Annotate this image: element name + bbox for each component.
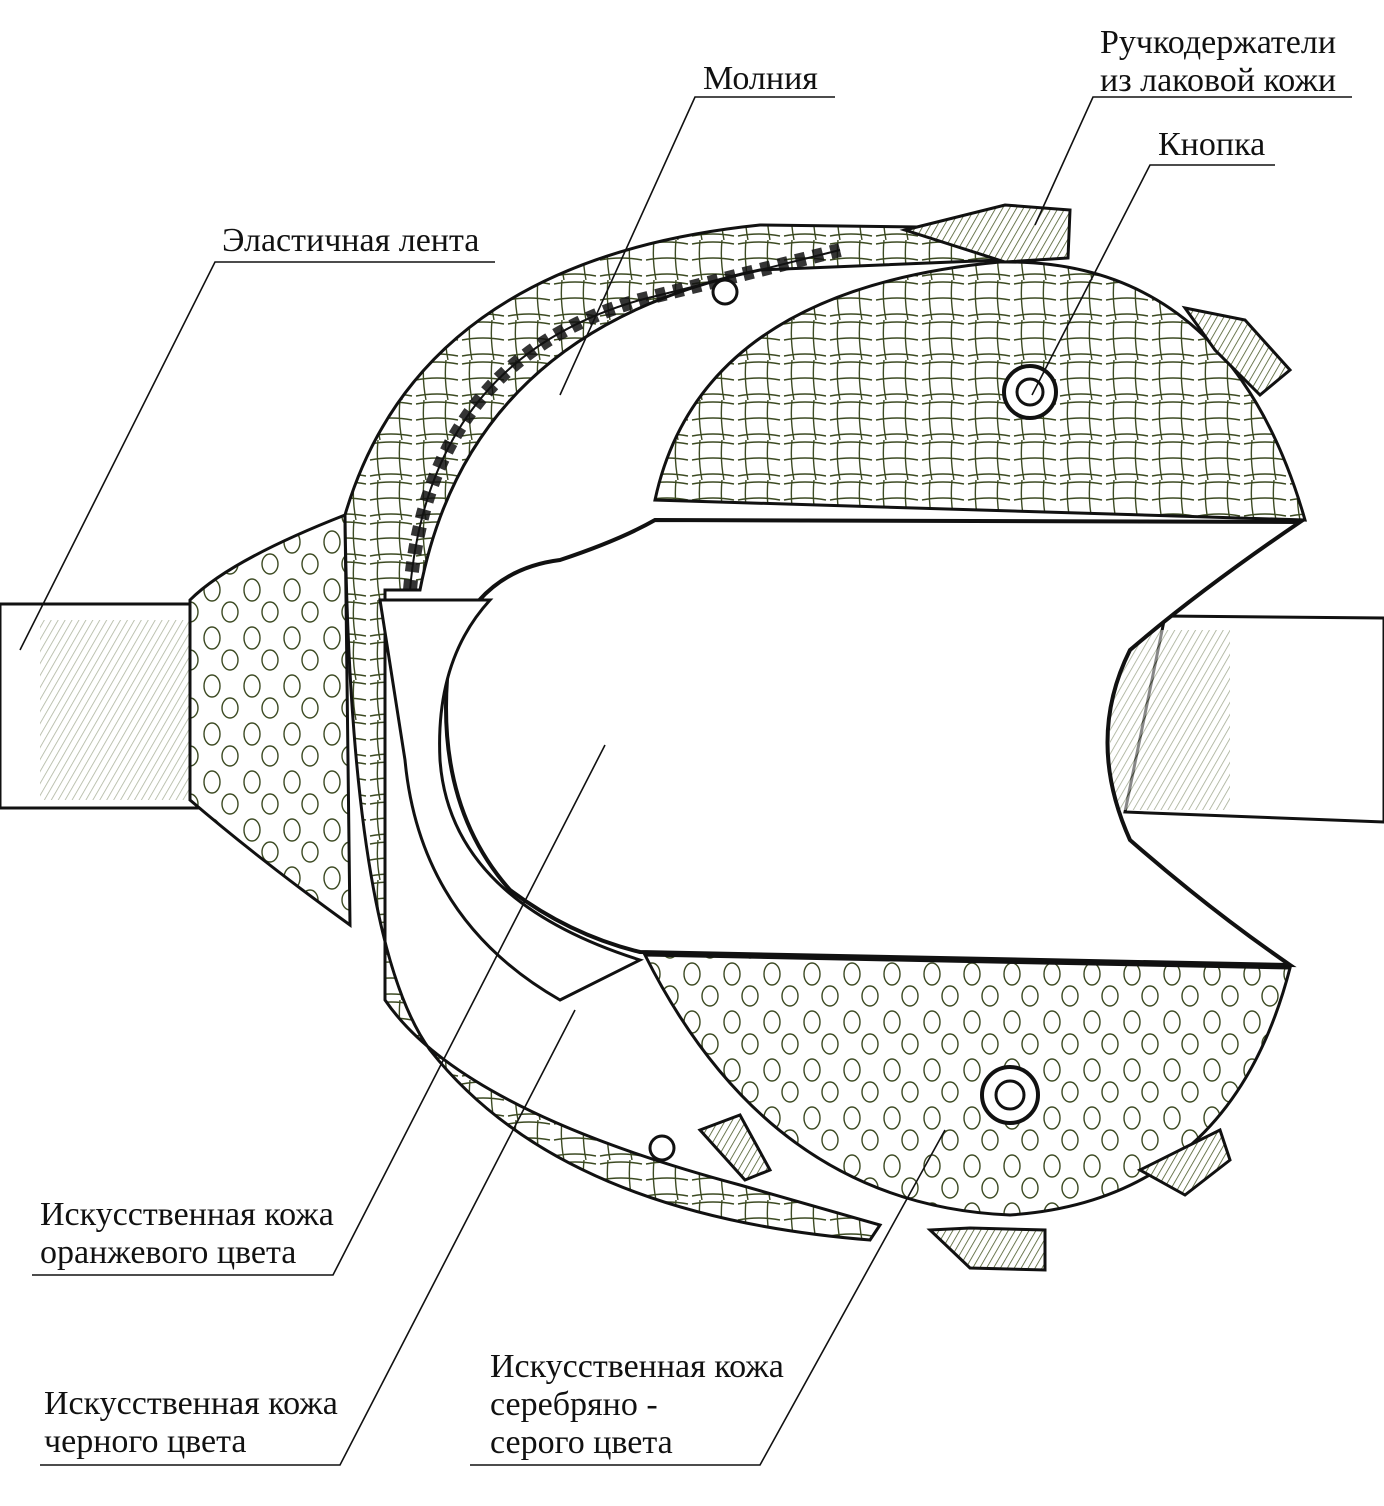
upper-lobe	[653, 260, 1308, 522]
leader-silver	[470, 1129, 946, 1466]
lower-lobe	[642, 953, 1292, 1217]
leader-zipper	[559, 96, 835, 396]
elastic-band-right	[1110, 614, 1384, 824]
label-elastic-band-text: Эластичная лента	[222, 222, 480, 259]
leader-handle	[1034, 96, 1352, 226]
inner-flap	[378, 598, 644, 1002]
handle-holder-bottom	[697, 1113, 1232, 1272]
label-silver-line1: Искусственная кожа	[490, 1348, 784, 1385]
black-leather-body	[444, 517, 1307, 968]
label-orange-line2: оранжевого цвета	[40, 1234, 297, 1271]
label-black-leather: Искусственная кожа черного цвета	[44, 1385, 338, 1461]
label-handle-holders: Ручкодержатели из лаковой кожи	[1100, 24, 1336, 100]
button-bottom-icon	[980, 1065, 1040, 1125]
label-elastic-band: Эластичная лента	[222, 222, 479, 260]
rivet-top	[711, 278, 739, 306]
label-button-text: Кнопка	[1158, 126, 1266, 163]
button-top-icon	[1002, 364, 1058, 420]
leader-lines	[19, 96, 1352, 1466]
label-black-line1: Искусственная кожа	[44, 1385, 338, 1422]
label-handle-line1: Ручкодержатели	[1100, 24, 1337, 61]
orange-leather-ring	[343, 223, 1002, 1242]
label-orange-line1: Искусственная кожа	[40, 1196, 334, 1233]
elastic-connector	[188, 512, 352, 928]
leader-orange	[32, 744, 606, 1276]
leader-black	[40, 1009, 576, 1466]
leader-elastic	[19, 261, 495, 651]
label-button: Кнопка	[1158, 126, 1265, 164]
label-black-line2: черного цвета	[44, 1423, 247, 1460]
label-zipper-text: Молния	[703, 60, 818, 97]
leader-button	[1031, 164, 1275, 396]
label-handle-line2: из лаковой кожи	[1100, 62, 1337, 99]
label-silver-line3: серого цвета	[490, 1424, 673, 1461]
label-zipper: Молния	[703, 60, 818, 98]
label-orange-leather: Искусственная кожа оранжевого цвета	[40, 1196, 334, 1272]
handle-holder-top	[899, 203, 1293, 398]
label-silver-leather: Искусственная кожа серебряно - серого цв…	[490, 1348, 784, 1462]
label-silver-line2: серебряно -	[490, 1386, 658, 1423]
rivet-bottom	[648, 1134, 676, 1162]
elastic-band-left	[0, 602, 202, 810]
